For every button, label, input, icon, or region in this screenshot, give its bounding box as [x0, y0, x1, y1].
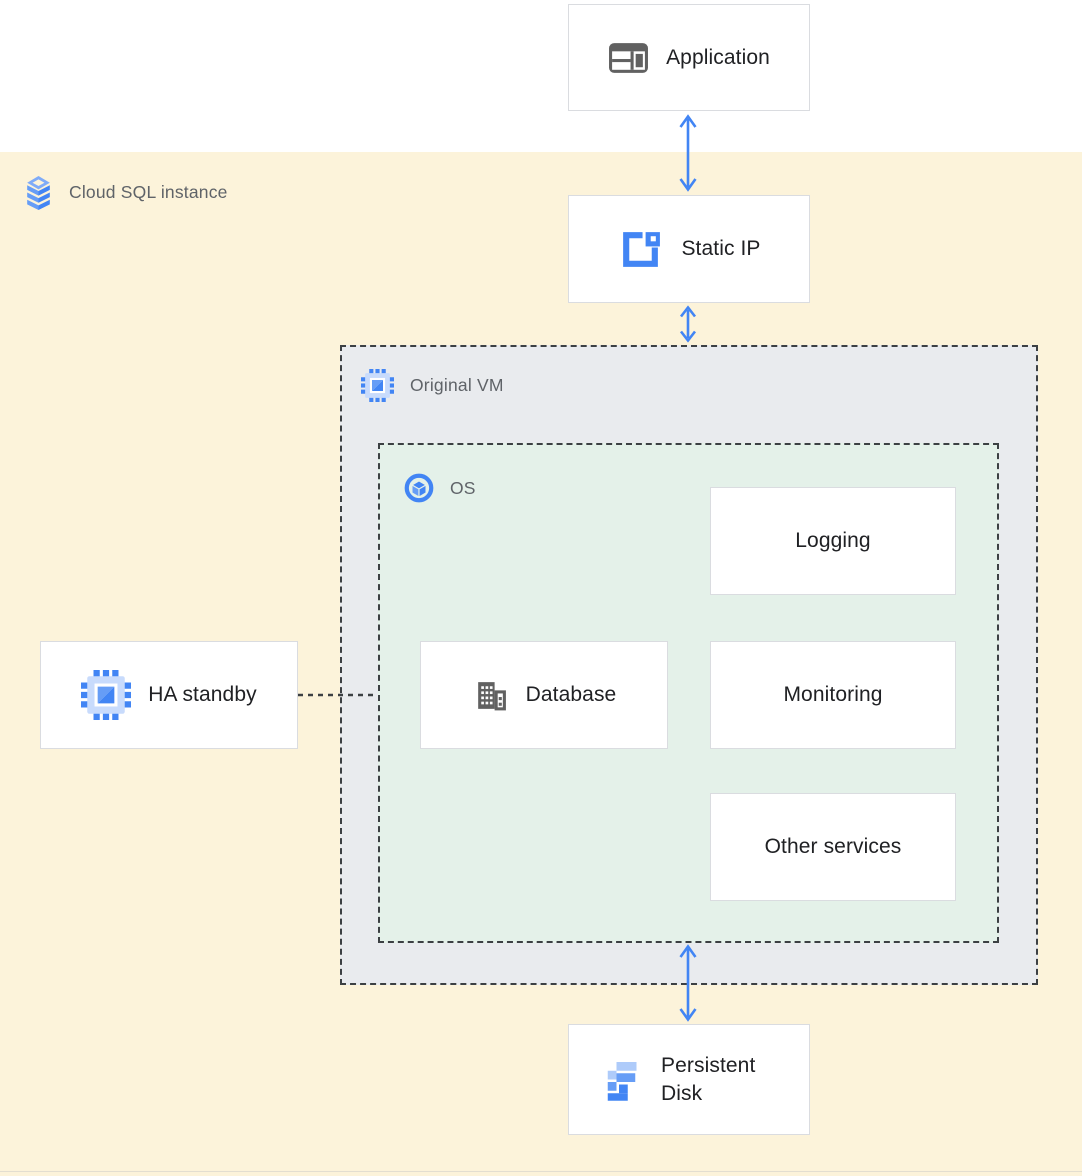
cloud-sql-icon [27, 176, 50, 210]
logging-node: Logging [710, 487, 956, 595]
original-vm-label: Original VM [410, 375, 504, 395]
bottom-divider [0, 1171, 1082, 1172]
cloud-sql-region-label: Cloud SQL instance [69, 182, 228, 202]
persistent-disk-icon [607, 1062, 637, 1101]
application-icon [609, 42, 649, 73]
monitoring-label: Monitoring [783, 683, 883, 706]
logging-label: Logging [795, 529, 871, 552]
compute-engine-icon [361, 369, 394, 402]
monitoring-node: Monitoring [710, 641, 956, 749]
other-services-label: Other services [764, 835, 902, 858]
database-node: Database [420, 641, 668, 749]
application-label: Application [666, 45, 770, 69]
original-vm-header: Original VM [361, 369, 504, 402]
ha-standby-label: HA standby [148, 683, 257, 706]
os-label: OS [450, 477, 476, 498]
database-icon [477, 681, 506, 710]
static-ip-icon [623, 231, 661, 267]
ha-standby-node: HA standby [40, 641, 298, 749]
os-icon [404, 473, 434, 503]
persistent-disk-node: Persistent Disk [568, 1024, 810, 1135]
persistent-disk-label: Persistent Disk [661, 1053, 756, 1105]
application-node: Application [568, 4, 810, 111]
static-ip-node: Static IP [568, 195, 810, 303]
cloud-sql-region-header: Cloud SQL instance [24, 175, 228, 210]
os-header: OS [403, 472, 476, 504]
static-ip-label: Static IP [681, 237, 761, 260]
database-label: Database [525, 683, 617, 706]
compute-engine-icon [81, 670, 132, 720]
other-services-node: Other services [710, 793, 956, 901]
